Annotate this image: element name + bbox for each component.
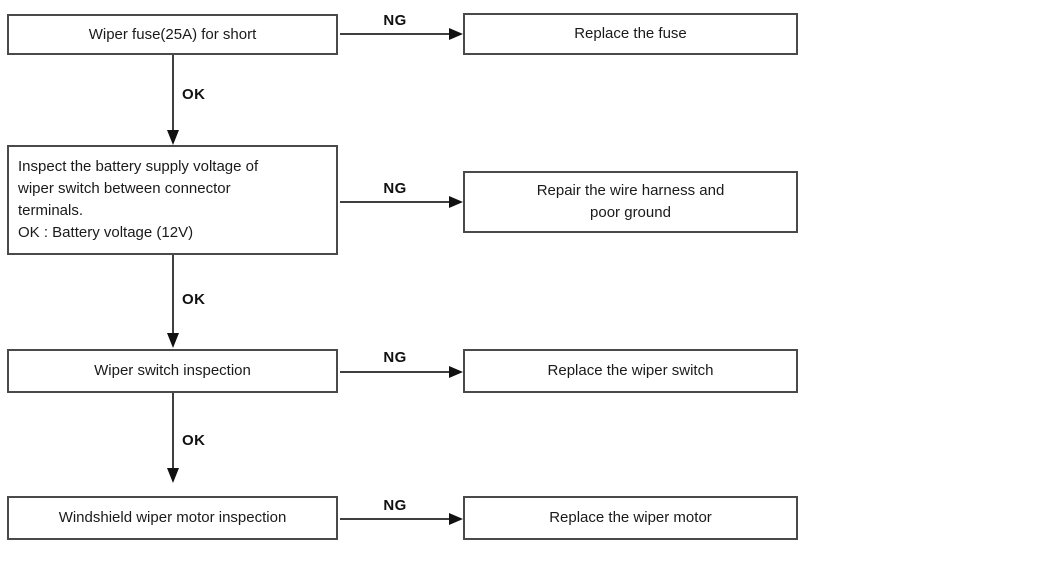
arrowhead-right-icon	[449, 196, 463, 208]
arrowhead-right-icon	[449, 513, 463, 525]
ok-connector-line-2	[172, 255, 174, 333]
ok-connector-line-1	[172, 55, 174, 131]
step-2-action-box: Repair the wire harness and poor ground	[463, 171, 798, 233]
ng-connector-line-1	[340, 33, 450, 35]
ng-label-3: NG	[383, 349, 407, 366]
ok-label-2: OK	[182, 291, 206, 308]
ok-connector-line-3	[172, 393, 174, 468]
arrowhead-right-icon	[449, 366, 463, 378]
arrowhead-down-icon	[167, 333, 179, 348]
ok-label-3: OK	[182, 432, 206, 449]
step-3-check-box: Wiper switch inspection	[7, 349, 338, 393]
ng-connector-line-2	[340, 201, 450, 203]
arrowhead-down-icon	[167, 130, 179, 145]
ng-label-1: NG	[383, 12, 407, 29]
arrowhead-right-icon	[449, 28, 463, 40]
step-2-check-box: Inspect the battery supply voltage of wi…	[7, 145, 338, 255]
ok-label-1: OK	[182, 86, 206, 103]
step-1-check-box: Wiper fuse(25A) for short	[7, 14, 338, 55]
ng-label-4: NG	[383, 497, 407, 514]
step-4-check-box: Windshield wiper motor inspection	[7, 496, 338, 540]
step-4-action-box: Replace the wiper motor	[463, 496, 798, 540]
step-3-action-box: Replace the wiper switch	[463, 349, 798, 393]
step-1-action-box: Replace the fuse	[463, 13, 798, 55]
ng-connector-line-3	[340, 371, 450, 373]
arrowhead-down-icon	[167, 468, 179, 483]
ng-label-2: NG	[383, 180, 407, 197]
ng-connector-line-4	[340, 518, 450, 520]
